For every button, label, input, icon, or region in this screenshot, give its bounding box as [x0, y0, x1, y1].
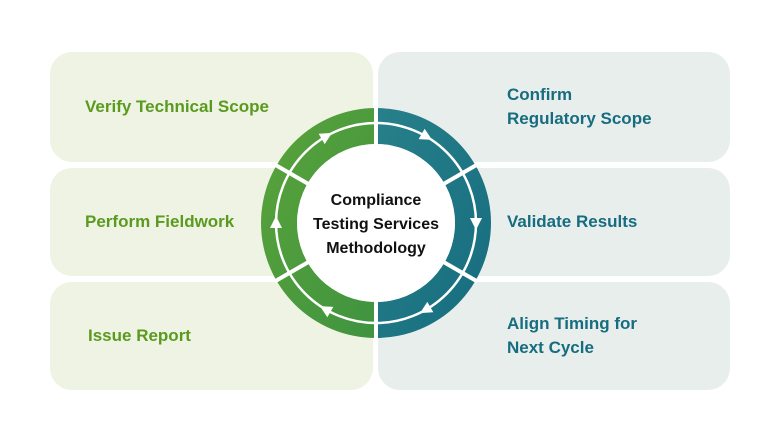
center-title: Compliance Testing Services Methodology	[313, 192, 439, 257]
step-label-issue-report: Issue Report	[88, 326, 191, 345]
step-label-verify-technical-scope: Verify Technical Scope	[85, 97, 269, 116]
step-card-verify-technical-scope: Verify Technical Scope	[50, 52, 373, 162]
step-card-issue-report: Issue Report	[50, 282, 373, 390]
step-label-perform-fieldwork: Perform Fieldwork	[85, 212, 235, 231]
step-label-align-timing: Align Timing for Next Cycle	[507, 314, 638, 357]
step-label-confirm-regulatory-scope: Confirm Regulatory Scope	[507, 85, 652, 128]
step-label-validate-results: Validate Results	[507, 212, 638, 231]
step-card-align-timing: Align Timing for Next Cycle	[378, 282, 730, 390]
step-card-confirm-regulatory-scope: Confirm Regulatory Scope	[378, 52, 730, 162]
